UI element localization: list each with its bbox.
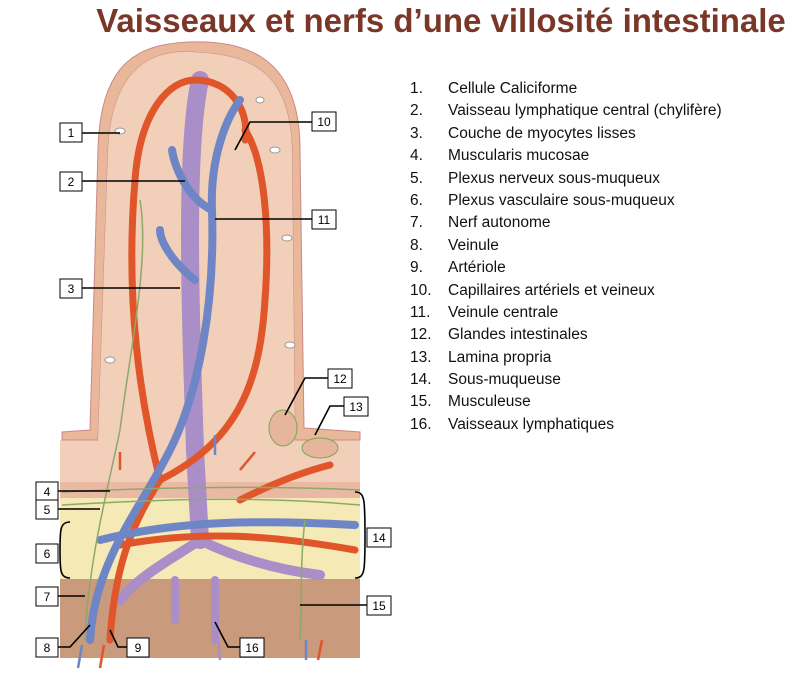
- legend-text: Plexus nerveux sous-muqueux: [448, 169, 660, 187]
- legend-number: 12.: [410, 326, 432, 344]
- legend-number: 3.: [410, 124, 423, 142]
- legend-number: 2.: [410, 102, 423, 120]
- label-11: 11: [311, 209, 337, 230]
- svg-text:6: 6: [44, 547, 51, 561]
- legend-text: Glandes intestinales: [448, 326, 588, 344]
- legend-item: 12. Glandes intestinales: [410, 324, 722, 346]
- svg-text:10: 10: [317, 115, 331, 129]
- label-14: 14: [366, 527, 392, 548]
- svg-text:14: 14: [372, 531, 386, 545]
- legend-item: 2. Vaisseau lymphatique central (chylifèr…: [410, 100, 722, 122]
- legend-text: Muscularis mucosae: [448, 147, 590, 165]
- legend-text: Nerf autonome: [448, 214, 551, 232]
- legend-number: 5.: [410, 169, 423, 187]
- legend-text: Lamina propria: [448, 348, 552, 366]
- svg-text:3: 3: [68, 282, 75, 296]
- label-12: 12: [327, 368, 353, 389]
- legend-item: 1. Cellule Caliciforme: [410, 78, 722, 100]
- label-13: 13: [343, 396, 369, 417]
- legend-item: 14. Sous-muqueuse: [410, 369, 722, 391]
- legend-text: Vaisseaux lymphatiques: [448, 415, 614, 433]
- label-9: 9: [126, 637, 150, 658]
- legend-text: Veinule: [448, 236, 499, 254]
- label-1: 1: [59, 122, 83, 143]
- legend-text: Sous-muqueuse: [448, 371, 561, 389]
- legend-number: 4.: [410, 147, 423, 165]
- legend-item: 9. Artériole: [410, 257, 722, 279]
- legend-item: 5. Plexus nerveux sous-muqueux: [410, 168, 722, 190]
- label-4: 4: [35, 481, 59, 502]
- svg-text:2: 2: [68, 175, 75, 189]
- legend-text: Capillaires artériels et veineux: [448, 281, 655, 299]
- legend-item: 3. Couche de myocytes lisses: [410, 123, 722, 145]
- svg-text:4: 4: [44, 485, 51, 499]
- venules: [86, 96, 359, 644]
- legend-text: Musculeuse: [448, 393, 531, 411]
- legend-item: 10. Capillaires artériels et veineux: [410, 280, 722, 302]
- bracket-14: [354, 491, 366, 579]
- lacteal: [115, 71, 325, 644]
- legend-number: 13.: [410, 348, 432, 366]
- legend-item: 8. Veinule: [410, 235, 722, 257]
- label-16: 16: [239, 637, 265, 658]
- svg-text:13: 13: [349, 400, 363, 414]
- legend-text: Plexus vasculaire sous-muqueux: [448, 191, 675, 209]
- label-15: 15: [366, 595, 392, 616]
- legend-list: 1. Cellule Caliciforme 2. Vaisseau lymphati…: [410, 78, 722, 436]
- muscularis-mucosae-layer: [60, 480, 360, 498]
- leader-lines: [58, 121, 367, 648]
- legend-number: 7.: [410, 214, 423, 232]
- legend-text: Couche de myocytes lisses: [448, 124, 636, 142]
- legend-text: Veinule centrale: [448, 303, 559, 321]
- svg-text:16: 16: [245, 641, 259, 655]
- svg-text:9: 9: [135, 641, 142, 655]
- label-2: 2: [59, 171, 83, 192]
- label-7: 7: [35, 586, 59, 607]
- legend-item: 16. Vaisseaux lymphatiques: [410, 414, 722, 436]
- legend-number: 14.: [410, 371, 432, 389]
- legend-text: Cellule Caliciforme: [448, 80, 578, 97]
- label-8: 8: [35, 637, 59, 658]
- legend-item: 4. Muscularis mucosae: [410, 145, 722, 167]
- page-title: Vaisseaux et nerfs d’une villosité intes…: [96, 2, 786, 39]
- svg-text:12: 12: [333, 372, 347, 386]
- bracket-6: [59, 521, 71, 579]
- legend-number: 10.: [410, 281, 432, 299]
- legend-number: 11.: [410, 303, 431, 321]
- legend-number: 15.: [410, 393, 432, 411]
- legend-number: 1.: [410, 80, 423, 97]
- legend-text: Vaisseau lymphatique central (chylifère): [448, 102, 722, 120]
- legend-item: 13. Lamina propria: [410, 347, 722, 369]
- legend-text: Artériole: [448, 259, 506, 277]
- legend-item: 11. Veinule centrale: [410, 302, 722, 324]
- intestinal-glands: [268, 409, 339, 459]
- legend-number: 16.: [410, 415, 432, 433]
- label-5: 5: [35, 499, 59, 520]
- label-3: 3: [59, 278, 83, 299]
- svg-text:1: 1: [68, 126, 75, 140]
- svg-text:15: 15: [372, 599, 386, 613]
- svg-text:8: 8: [44, 641, 51, 655]
- flow-arrows: [76, 435, 324, 669]
- legend-item: 7. Nerf autonome: [410, 212, 722, 234]
- legend-item: 6. Plexus vasculaire sous-muqueux: [410, 190, 722, 212]
- label-6: 6: [35, 543, 59, 564]
- legend-number: 8.: [410, 236, 423, 254]
- legend-item: 15. Musculeuse: [410, 391, 722, 413]
- svg-text:7: 7: [44, 590, 51, 604]
- legend-number: 9.: [410, 259, 423, 277]
- label-10: 10: [311, 111, 337, 132]
- svg-text:5: 5: [44, 503, 51, 517]
- legend-number: 6.: [410, 191, 423, 209]
- svg-text:11: 11: [318, 213, 331, 227]
